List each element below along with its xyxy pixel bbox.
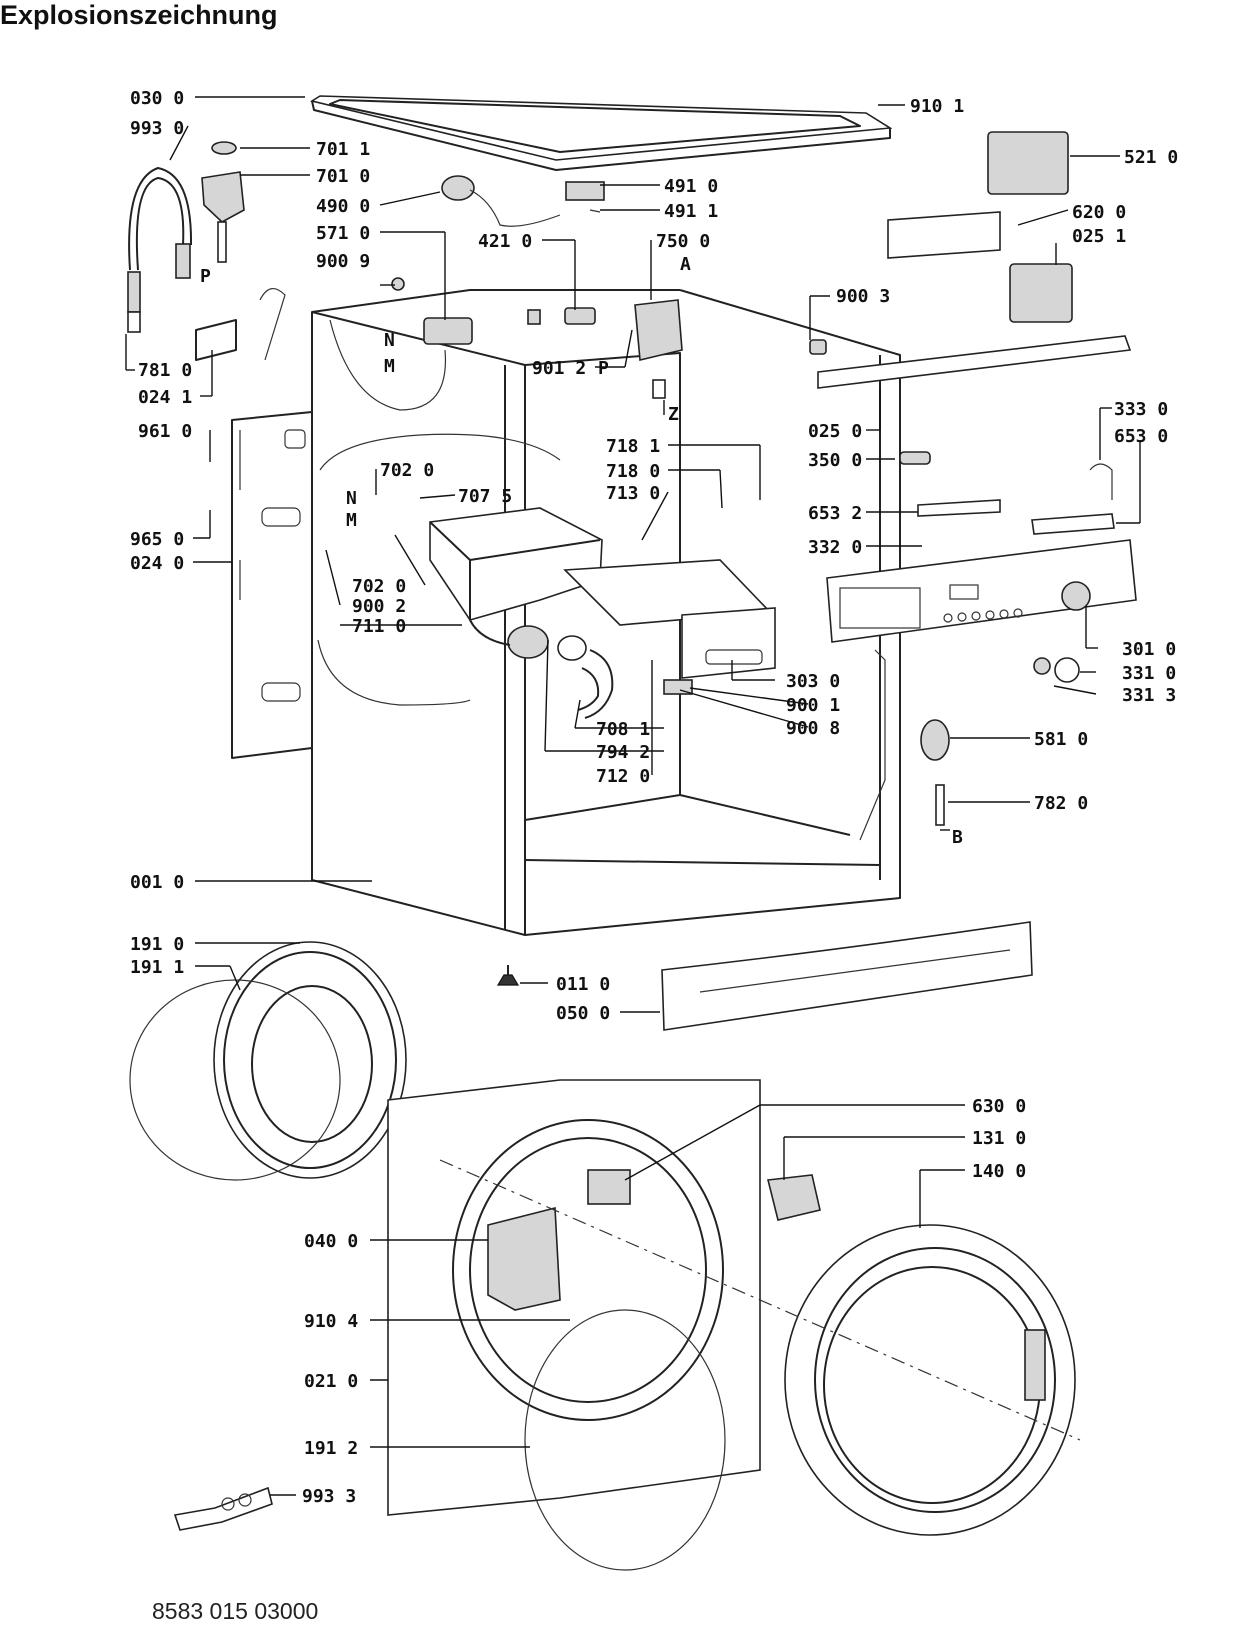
- label-993-3: 993 3: [302, 1486, 356, 1507]
- label-191-1: 191 1: [130, 957, 184, 978]
- label-702-0-upper: 702 0: [380, 460, 434, 481]
- control-panel-part: [826, 539, 1137, 643]
- label-025-1: 025 1: [1072, 226, 1126, 247]
- foot-part: [496, 965, 520, 986]
- front-panel-part: [387, 1079, 761, 1571]
- wiring-harness-part: [441, 175, 605, 227]
- label-050-0: 050 0: [556, 1003, 610, 1024]
- rear-panel-part: [231, 411, 313, 759]
- label-794-2: 794 2: [596, 742, 650, 763]
- label-191-2: 191 2: [304, 1438, 358, 1459]
- label-z: Z: [668, 404, 679, 425]
- tool-part: [173, 1486, 273, 1531]
- label-993-0: 993 0: [130, 118, 184, 139]
- label-a: A: [680, 254, 691, 275]
- label-630-0: 630 0: [972, 1096, 1026, 1117]
- label-131-0: 131 0: [972, 1128, 1026, 1149]
- leader-lines: [125, 96, 1141, 1496]
- label-712-0: 712 0: [596, 766, 650, 787]
- dispenser-housing-part: [429, 507, 603, 659]
- label-303-0: 303 0: [786, 671, 840, 692]
- cabinet-components-part: [391, 277, 827, 399]
- label-b: B: [952, 827, 963, 848]
- label-332-0: 332 0: [808, 537, 862, 558]
- label-750-0: 750 0: [656, 231, 710, 252]
- label-653-0: 653 0: [1114, 426, 1168, 447]
- label-653-2: 653 2: [808, 503, 862, 524]
- door-ring-part: [439, 1159, 1081, 1536]
- label-331-0: 331 0: [1122, 663, 1176, 684]
- label-900-2: 900 2: [352, 596, 406, 617]
- label-p-left: P: [200, 266, 211, 287]
- electronics-part: [817, 131, 1132, 535]
- label-521-0: 521 0: [1124, 147, 1178, 168]
- label-p-center: P: [598, 358, 609, 379]
- label-910-1: 910 1: [910, 96, 964, 117]
- label-901-2: 901 2: [532, 358, 586, 379]
- label-900-8: 900 8: [786, 718, 840, 739]
- label-040-0: 040 0: [304, 1231, 358, 1252]
- label-333-0: 333 0: [1114, 399, 1168, 420]
- label-024-0: 024 0: [130, 553, 184, 574]
- label-421-0: 421 0: [478, 231, 532, 252]
- label-620-0: 620 0: [1072, 202, 1126, 223]
- bellows-hose-part: [557, 635, 614, 719]
- knob-part: [920, 657, 1080, 826]
- label-491-1: 491 1: [664, 201, 718, 222]
- label-011-0: 011 0: [556, 974, 610, 995]
- label-331-3: 331 3: [1122, 685, 1176, 706]
- label-491-0: 491 0: [664, 176, 718, 197]
- label-965-0: 965 0: [130, 529, 184, 550]
- label-718-0: 718 0: [606, 461, 660, 482]
- label-191-0: 191 0: [130, 934, 184, 955]
- label-581-0: 581 0: [1034, 729, 1088, 750]
- drain-hose-part: [127, 167, 193, 333]
- label-910-4: 910 4: [304, 1311, 358, 1332]
- label-701-0: 701 0: [316, 166, 370, 187]
- label-718-1: 718 1: [606, 436, 660, 457]
- label-001-0: 001 0: [130, 872, 184, 893]
- label-n-upper: N: [384, 330, 395, 351]
- kick-plate-part: [661, 921, 1033, 1031]
- door-seal-part: [129, 941, 407, 1181]
- label-961-0: 961 0: [138, 421, 192, 442]
- label-900-3: 900 3: [836, 286, 890, 307]
- label-301-0: 301 0: [1122, 639, 1176, 660]
- label-350-0: 350 0: [808, 450, 862, 471]
- part-labels: 030 0 993 0 701 1 701 0 490 0 571 0 900 …: [130, 88, 1178, 1507]
- side-cable-part: [663, 649, 886, 841]
- label-m-lower: M: [346, 510, 357, 531]
- label-708-1: 708 1: [596, 719, 650, 740]
- label-025-0: 025 0: [808, 421, 862, 442]
- label-900-9: 900 9: [316, 251, 370, 272]
- document-code: 8583 015 03000: [152, 1598, 319, 1624]
- label-030-0: 030 0: [130, 88, 184, 109]
- label-713-0: 713 0: [606, 483, 660, 504]
- label-702-0-lower: 702 0: [352, 576, 406, 597]
- label-021-0: 021 0: [304, 1371, 358, 1392]
- top-cover-part: [309, 95, 893, 171]
- label-m-upper: M: [384, 356, 395, 377]
- door-hinge-part: [767, 1174, 821, 1221]
- detergent-drawer-part: [563, 559, 776, 679]
- label-140-0: 140 0: [972, 1161, 1026, 1182]
- label-782-0: 782 0: [1034, 793, 1088, 814]
- label-024-1: 024 1: [138, 387, 192, 408]
- label-490-0: 490 0: [316, 196, 370, 217]
- page-title: Explosionszeichnung: [0, 0, 278, 30]
- label-571-0: 571 0: [316, 223, 370, 244]
- label-781-0: 781 0: [138, 360, 192, 381]
- label-900-1: 900 1: [786, 695, 840, 716]
- label-707-5: 707 5: [458, 486, 512, 507]
- label-n-lower: N: [346, 488, 357, 509]
- valve-part: [195, 141, 286, 361]
- label-701-1: 701 1: [316, 139, 370, 160]
- label-711-0: 711 0: [352, 616, 406, 637]
